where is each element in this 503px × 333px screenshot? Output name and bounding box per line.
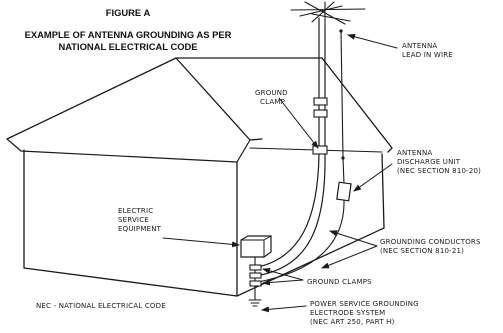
label-antenna-lead-in-line-2: LEAD IN WIRE bbox=[402, 51, 453, 59]
label-grounding-conductors-line-2: (NEC SECTION 810-21) bbox=[380, 247, 464, 255]
house-front-wall bbox=[23, 149, 238, 297]
electric-service-equipment bbox=[240, 235, 272, 307]
house bbox=[6, 57, 393, 297]
label-nec: NEC - NATIONAL ELECTRICAL CODE bbox=[36, 302, 166, 310]
leader-power-service-grounding bbox=[261, 305, 307, 313]
label-discharge-unit-line-1: ANTENNA bbox=[397, 149, 432, 157]
service-box-outline bbox=[240, 235, 272, 258]
callout-labels: ANTENNA LEAD IN WIRE GROUND CLAMP ANTENN… bbox=[36, 42, 481, 326]
antenna-lead-in-wire bbox=[340, 29, 344, 159]
label-ground-clamp-line-1: GROUND bbox=[255, 89, 288, 97]
label-service-equipment-line-2: SERVICE bbox=[118, 216, 149, 224]
grounding-conductor-2 bbox=[254, 153, 326, 277]
label-service-equipment-line-3: EQUIPMENT bbox=[118, 225, 162, 233]
ground-clamp-3 bbox=[249, 280, 262, 287]
grounding-conductor-3 bbox=[257, 199, 345, 283]
label-discharge-unit-line-3: (NEC SECTION 810-20) bbox=[397, 167, 481, 175]
grounding-conductors bbox=[252, 153, 345, 283]
leader-ground-clamp bbox=[278, 97, 319, 149]
leader-ground-clamps-b bbox=[262, 279, 304, 286]
antenna-elements bbox=[290, 1, 366, 27]
house-roof-front bbox=[6, 57, 251, 141]
label-discharge-unit-line-2: DISCHARGE UNIT bbox=[397, 158, 461, 166]
leader-grounding-conductors-a bbox=[329, 230, 378, 247]
ground-clamp-1 bbox=[249, 264, 262, 271]
label-grounding-conductors-line-1: GROUNDING CONDUCTORS bbox=[380, 238, 481, 246]
mast-bracket-upper bbox=[313, 97, 328, 106]
ground-clamp-2 bbox=[249, 272, 262, 279]
leader-discharge-unit bbox=[353, 163, 393, 192]
leader-antenna-lead-in bbox=[347, 33, 398, 49]
wire-to-discharge-unit bbox=[342, 157, 345, 185]
leader-ground-clamps-a bbox=[262, 267, 304, 281]
house-roof-side bbox=[321, 57, 393, 153]
leader-grounding-conductors-b bbox=[321, 245, 378, 269]
house-side-wall bbox=[236, 153, 385, 297]
label-service-equipment-line-1: ELECTRIC bbox=[118, 207, 153, 215]
label-antenna-lead-in-line-1: ANTENNA bbox=[402, 42, 437, 50]
label-ground-clamp-line-2: CLAMP bbox=[260, 98, 285, 106]
label-power-service-line-2: ELECTRODE SYSTEM bbox=[310, 309, 385, 317]
mast-bracket-lower bbox=[313, 109, 328, 118]
figure-title-line-2: NATIONAL ELECTRICAL CODE bbox=[58, 41, 197, 52]
grounding-conductor-1 bbox=[252, 153, 320, 269]
ground-clamps bbox=[249, 264, 262, 287]
figure-title-line-1: EXAMPLE OF ANTENNA GROUNDING AS PER bbox=[25, 29, 232, 40]
label-power-service-line-1: POWER SERVICE GROUNDING bbox=[310, 300, 419, 308]
figure-label: FIGURE A bbox=[106, 7, 151, 18]
antenna-wire-top-connector bbox=[339, 29, 343, 33]
mast-brackets bbox=[312, 97, 328, 155]
leader-service-equipment bbox=[162, 237, 240, 248]
antenna-discharge-unit bbox=[336, 181, 352, 202]
house-eave bbox=[6, 138, 251, 163]
label-power-service-line-3: (NEC ART 250, PART H) bbox=[310, 318, 395, 326]
house-gable-left bbox=[249, 138, 263, 141]
service-box-edges bbox=[240, 235, 272, 258]
ground-clamp-on-mast bbox=[312, 145, 328, 155]
ground-symbol bbox=[248, 299, 262, 307]
antenna bbox=[290, 1, 366, 160]
label-ground-clamps: GROUND CLAMPS bbox=[307, 278, 372, 286]
leader-lines bbox=[162, 33, 398, 313]
